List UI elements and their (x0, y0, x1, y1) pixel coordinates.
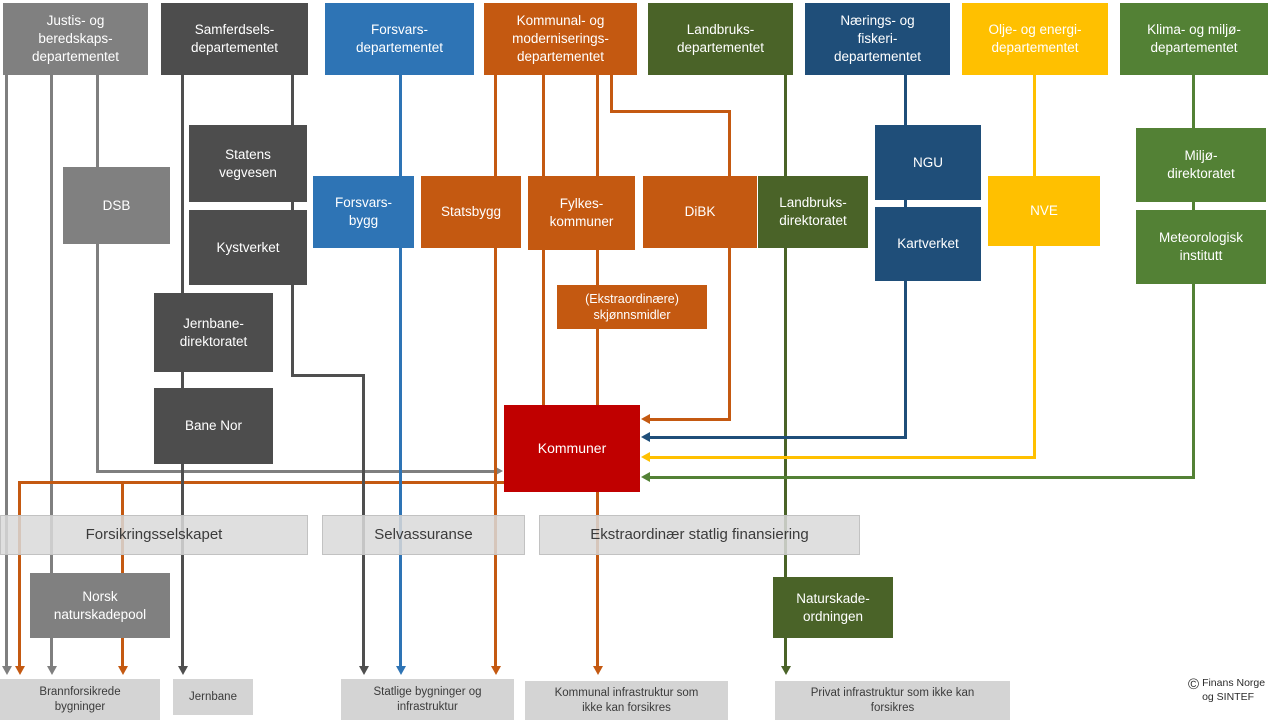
connector-statsbygg (494, 75, 497, 666)
node-forsvarsdepartementet: Forsvars- departementet (325, 3, 474, 75)
arrowhead-down-gray-2 (47, 666, 57, 675)
copyright-icon: © (1188, 676, 1200, 693)
connector-dibk-down (728, 248, 731, 421)
connector-dibk-feed-down (610, 75, 613, 113)
node-miljodirektoratet: Miljø- direktoratet (1136, 128, 1266, 202)
arrowhead-down-dark-statlige (359, 666, 369, 675)
node-kommunal-infrastruktur: Kommunal infrastruktur som ikke kan fors… (525, 681, 728, 720)
bar-ekstraordinaer-statlig-finansiering: Ekstraordinær statlig finansiering (539, 515, 860, 555)
connector-forsvars (399, 75, 402, 666)
arrowhead-down-gray-1 (2, 666, 12, 675)
connector-klima-to-kommuner (650, 476, 1195, 479)
node-justisdepartementet: Justis- og beredskaps- departementet (3, 3, 148, 75)
connector-samferdsels-jog (291, 374, 365, 377)
connector-justis-mid (50, 75, 53, 666)
node-dsb: DSB (63, 167, 170, 244)
arrowhead-yellow-into-kommuner (641, 452, 650, 462)
bar-forsikringsselskapet: Forsikringsselskapet (0, 515, 308, 555)
connector-orange-drop-1 (18, 481, 21, 666)
node-brannforsikrede-bygninger: Brannforsikrede bygninger (0, 679, 160, 720)
arrowhead-gray-into-kommuner (494, 466, 503, 476)
arrowhead-down-orange-kommunal (593, 666, 603, 675)
node-klimadepartementet: Klima- og miljø- departementet (1120, 3, 1268, 75)
connector-orange-horizontal (18, 481, 504, 484)
node-fylkeskommuner: Fylkes- kommuner (528, 176, 635, 250)
node-samferdselsdepartementet: Samferdsels- departementet (161, 3, 308, 75)
node-forsvarsbygg: Forsvars- bygg (313, 176, 414, 248)
node-oljedepartementet: Olje- og energi- departementet (962, 3, 1108, 75)
node-bane-nor: Bane Nor (154, 388, 273, 464)
node-jernbanedirektoratet: Jernbane- direktoratet (154, 293, 273, 372)
node-kommunaldepartementet: Kommunal- og moderniserings- departement… (484, 3, 637, 75)
arrowhead-green-into-kommuner (641, 472, 650, 482)
connector-dibk-to-kommuner (650, 418, 731, 421)
arrowhead-down-orange-1 (15, 666, 25, 675)
node-statlige-bygninger: Statlige bygninger og infrastruktur (341, 679, 514, 720)
connector-skjonnsmidler (596, 75, 599, 666)
connector-justis-to-kommuner-horizontal (96, 470, 494, 473)
node-kystverket: Kystverket (189, 210, 307, 285)
node-landbruksdirektoratet: Landbruks- direktoratet (758, 176, 868, 248)
node-nve: NVE (988, 176, 1100, 246)
node-statsbygg: Statsbygg (421, 176, 521, 248)
connector-naerings-to-kommuner (650, 436, 907, 439)
arrowhead-orange-into-kommuner (641, 414, 650, 424)
node-jernbane: Jernbane (173, 679, 253, 715)
connector-justis-to-kommuner-vertical (96, 75, 99, 472)
node-kommuner: Kommuner (504, 405, 640, 492)
arrowhead-down-orange-statlige (491, 666, 501, 675)
bar-selvassuranse: Selvassuranse (322, 515, 525, 555)
connector-dibk-feed-drop (728, 110, 731, 176)
connector-olje-vertical (1033, 75, 1036, 459)
arrowhead-navy-into-kommuner (641, 432, 650, 442)
node-meteorologisk-institutt: Meteorologisk institutt (1136, 210, 1266, 284)
node-ngu: NGU (875, 125, 981, 200)
node-landbruksdepartementet: Landbruks- departementet (648, 3, 793, 75)
arrowhead-down-green-privat (781, 666, 791, 675)
node-skjonnsmidler: (Ekstraordinære) skjønnsmidler (557, 285, 707, 329)
arrowhead-down-blue-statlige (396, 666, 406, 675)
node-dibk: DiBK (643, 176, 757, 248)
arrowhead-down-orange-2 (118, 666, 128, 675)
connector-olje-to-kommuner (650, 456, 1036, 459)
node-statens-vegvesen: Statens vegvesen (189, 125, 307, 202)
node-naturskadeordningen: Naturskade- ordningen (773, 577, 893, 638)
copyright-text: Finans Norge og SINTEF (1202, 677, 1266, 703)
node-privat-infrastruktur: Privat infrastruktur som ikke kan forsik… (775, 681, 1010, 720)
arrowhead-down-dark-jernbane (178, 666, 188, 675)
copyright-credit: © Finans Norge og SINTEF (1188, 677, 1265, 704)
node-naeringsdepartementet: Nærings- og fiskeri- departementet (805, 3, 950, 75)
connector-landbruks (784, 75, 787, 666)
connector-dibk-feed-across (610, 110, 731, 113)
node-norsk-naturskadepool: Norsk naturskadepool (30, 573, 170, 638)
node-kartverket: Kartverket (875, 207, 981, 281)
connector-justis-left (5, 75, 8, 666)
